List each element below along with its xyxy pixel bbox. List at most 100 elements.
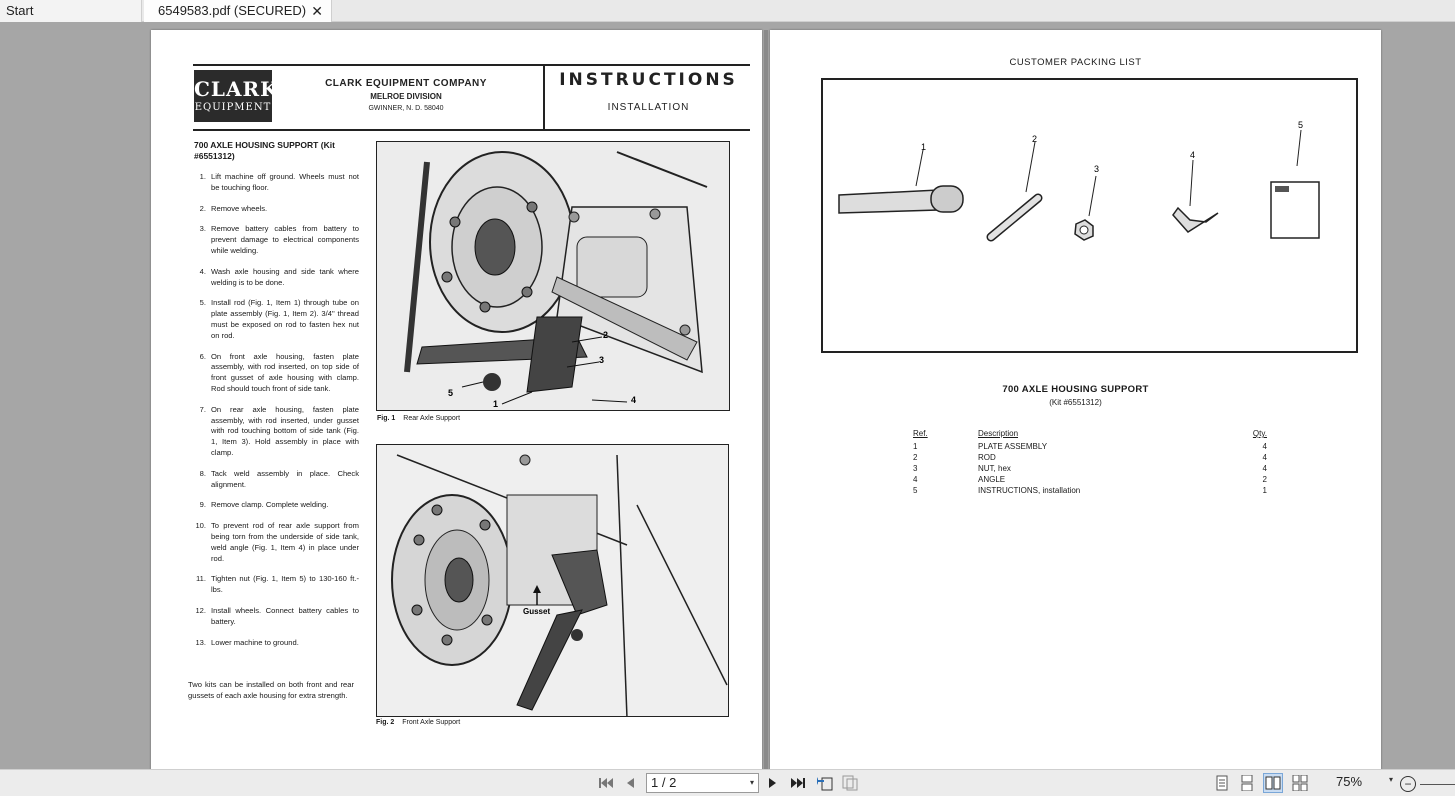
cell-qty: 4 xyxy=(1262,464,1267,473)
instructions-subtitle: INSTALLATION xyxy=(607,102,690,113)
pdf-page-2: CUSTOMER PACKING LIST xyxy=(770,30,1381,769)
clark-logo: CLARK EQUIPMENT xyxy=(194,70,279,122)
figure-2-label: Fig. 2 xyxy=(376,719,395,726)
instruction-step: 8. Tack weld assembly in place. Check ali… xyxy=(191,469,359,491)
single-page-view-icon[interactable] xyxy=(1212,773,1232,793)
figure-2-caption-text: Front Axle Support xyxy=(402,719,461,726)
step-number: 3. xyxy=(199,224,206,234)
company-name: CLARK EQUIPMENT COMPANY xyxy=(325,78,487,89)
instruction-step: 13.Lower machine to ground. xyxy=(191,638,359,649)
step-number: 8. xyxy=(199,468,206,478)
close-tab-icon[interactable]: ✕ xyxy=(311,3,323,19)
zoom-dropdown-icon[interactable]: ▾ xyxy=(1389,775,1394,784)
cell-ref: 2 xyxy=(913,453,918,462)
figure-2-callout-gusset: Gusset xyxy=(523,607,551,616)
figure-1-label: Fig. 1 xyxy=(377,415,396,422)
page-number-field[interactable]: 1 / 2 ▾ xyxy=(646,773,759,793)
step-text: Tighten nut (Fig. 1, Item 5) to 130-160 … xyxy=(211,574,359,595)
first-page-icon[interactable] xyxy=(596,773,616,793)
logo-text-top: CLARK xyxy=(194,77,279,101)
step-number: 5. xyxy=(199,298,206,308)
header-ref: Ref. xyxy=(913,429,928,438)
part-callout-1: 1 xyxy=(921,142,927,152)
cell-ref: 1 xyxy=(913,442,918,451)
figure-1-callout-5: 5 xyxy=(448,388,454,398)
cell-ref: 4 xyxy=(913,475,918,484)
step-number: 4. xyxy=(199,266,206,276)
step-number: 6. xyxy=(199,351,206,361)
step-text: Tack weld assembly in place. Check align… xyxy=(211,468,359,489)
cell-qty: 4 xyxy=(1262,453,1267,462)
step-text: Install rod (Fig. 1, Item 1) through tub… xyxy=(211,298,359,340)
step-text: Remove clamp. Complete welding. xyxy=(211,500,329,510)
support-kit-number: (Kit #6551312) xyxy=(1049,398,1102,407)
step-text: On rear axle housing, fasten plate assem… xyxy=(211,404,359,457)
parts-table-row: 2 ROD 4 xyxy=(913,452,1267,463)
step-text: Install wheels. Connect battery cables t… xyxy=(211,605,359,626)
facing-view-icon[interactable] xyxy=(1263,773,1283,793)
cell-ref: 3 xyxy=(913,464,918,473)
document-heading: 700 AXLE HOUSING SUPPORT (Kit #6551312) xyxy=(194,140,335,161)
page-dropdown-icon[interactable]: ▾ xyxy=(749,778,754,787)
tab-start[interactable]: Start xyxy=(0,0,142,22)
figure-1-photo: 1 2 3 4 5 xyxy=(376,141,730,411)
figure-1-callout-2: 2 xyxy=(603,330,609,340)
previous-page-icon[interactable] xyxy=(620,773,640,793)
zoom-slider[interactable] xyxy=(1420,784,1455,785)
part-callout-3: 3 xyxy=(1094,164,1100,174)
zoom-out-icon[interactable]: − xyxy=(1400,776,1416,792)
tab-document[interactable]: 6549583.pdf (SECURED) ✕ xyxy=(144,0,332,22)
header-rule-bottom xyxy=(193,129,750,131)
figure-1-callout-3: 3 xyxy=(599,355,605,365)
step-text: Remove battery cables from battery to pr… xyxy=(211,224,359,255)
header-description: Description xyxy=(978,429,1019,438)
figure-1-drawing xyxy=(377,142,729,410)
tab-bar: Start 6549583.pdf (SECURED) ✕ xyxy=(0,0,1455,22)
figure-1-caption-text: Rear Axle Support xyxy=(403,415,461,422)
cell-qty: 4 xyxy=(1262,442,1267,451)
go-back-icon[interactable] xyxy=(815,773,835,793)
step-text: On front axle housing, fasten plate asse… xyxy=(211,351,359,393)
instruction-step: 2. Remove wheels. xyxy=(191,204,359,215)
parts-drawing xyxy=(838,129,1320,242)
cell-description: NUT, hex xyxy=(978,464,1011,473)
continuous-view-icon[interactable] xyxy=(1237,773,1257,793)
figure-1-callout-1: 1 xyxy=(493,399,499,409)
part-callout-2: 2 xyxy=(1032,134,1038,144)
division-name: MELROE DIVISION xyxy=(370,92,442,101)
figure-2-photo: Gusset xyxy=(376,444,729,717)
zoom-level[interactable]: 75% xyxy=(1336,774,1363,789)
continuous-facing-view-icon[interactable] xyxy=(1290,773,1310,793)
next-page-icon[interactable] xyxy=(763,773,783,793)
support-title: 700 AXLE HOUSING SUPPORT xyxy=(1002,384,1149,395)
instruction-step: 9. Remove clamp. Complete welding. xyxy=(191,500,359,511)
step-text: To prevent rod of rear axle support from… xyxy=(211,521,359,563)
instruction-step: 7.On rear axle housing, fasten plate ass… xyxy=(191,405,359,459)
step-number: 10. xyxy=(195,521,206,531)
part-callout-4: 4 xyxy=(1190,150,1196,160)
go-forward-icon[interactable] xyxy=(840,773,860,793)
bottom-toolbar: 1 / 2 ▾ 75% ▾ − xyxy=(0,769,1455,796)
instruction-step: 5. Install rod (Fig. 1, Item 1) through t… xyxy=(191,298,359,341)
instruction-step: 11. Tighten nut (Fig. 1, Item 5) to 130-1… xyxy=(191,574,359,596)
company-address: GWINNER, N. D. 58040 xyxy=(368,105,444,112)
step-number: 2. xyxy=(199,203,206,213)
step-text: Lift machine off ground. Wheels must not… xyxy=(211,172,359,192)
step-text: Remove wheels. xyxy=(211,203,268,213)
header-divider xyxy=(543,64,545,131)
step-number: 11. xyxy=(196,574,206,584)
last-page-icon[interactable] xyxy=(788,773,808,793)
cell-qty: 1 xyxy=(1262,486,1267,495)
pdf-page-1: CLARK EQUIPMENT CLARK EQUIPMENT COMPANY … xyxy=(151,30,762,769)
logo-text-bottom: EQUIPMENT xyxy=(194,102,272,113)
document-viewer[interactable]: CLARK EQUIPMENT CLARK EQUIPMENT COMPANY … xyxy=(0,22,1455,769)
step-number: 9. xyxy=(199,500,206,510)
figure-2-caption: Fig. 2 Front Axle Support xyxy=(376,719,460,726)
instruction-steps: 1.Lift machine off ground. Wheels must n… xyxy=(191,172,359,658)
cell-description: ROD xyxy=(978,453,996,462)
instruction-step: 1.Lift machine off ground. Wheels must n… xyxy=(191,172,359,194)
instruction-step: 3. Remove battery cables from battery to … xyxy=(191,224,359,256)
